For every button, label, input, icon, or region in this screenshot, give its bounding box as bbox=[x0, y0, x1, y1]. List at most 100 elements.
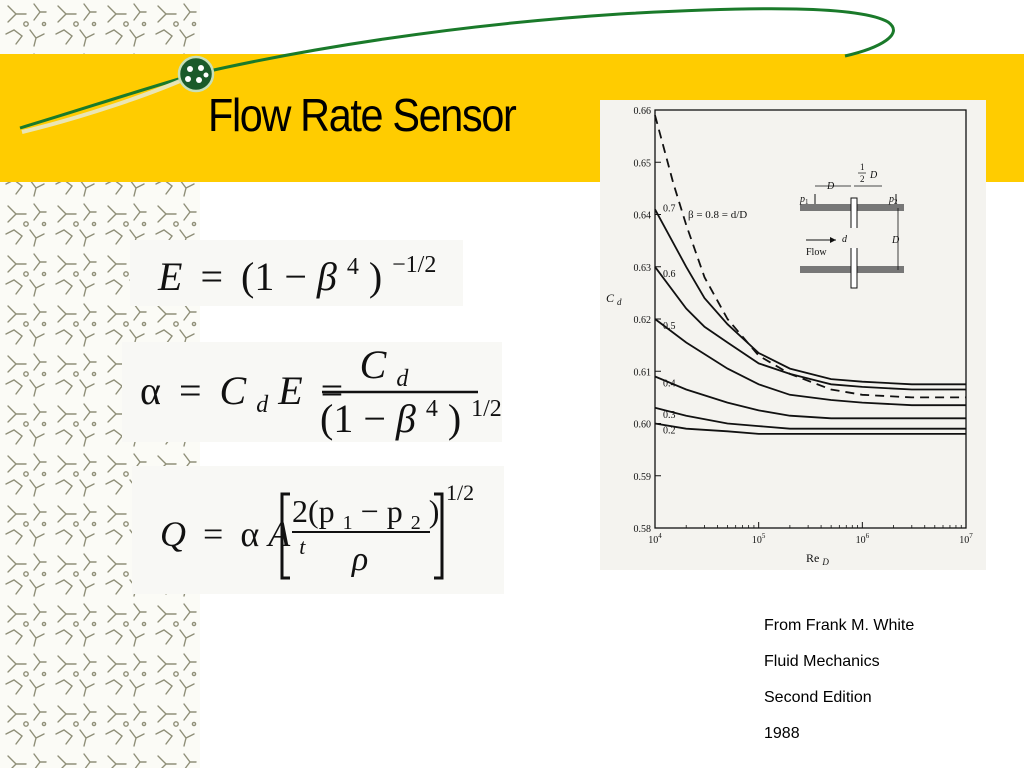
series-line-beta-0.5 bbox=[654, 318, 966, 407]
series-label-beta-0.2: 0.2 bbox=[663, 426, 676, 437]
eq-q-a-sub: t bbox=[299, 534, 306, 559]
inset-d-right: D bbox=[891, 235, 900, 246]
series-label-beta-0.5: 0.5 bbox=[663, 321, 676, 332]
orifice-hole bbox=[849, 228, 859, 248]
x-axis-title: Re bbox=[806, 551, 819, 565]
series-labels: 0.70.60.50.40.30.2 bbox=[663, 203, 676, 436]
eq-e-equals: = bbox=[200, 254, 223, 299]
y-axis-title: C bbox=[606, 291, 615, 305]
y-tick-label: 0.66 bbox=[634, 106, 652, 117]
svg-text:C d: C d bbox=[360, 342, 410, 392]
svg-text:E = (1 − β 4: E = (1 − β 4 ) −1/2 bbox=[157, 240, 436, 299]
eq-q-sub1: 1 bbox=[343, 512, 353, 534]
eq-q-exp: 1/2 bbox=[446, 480, 474, 505]
y-tick-label: 0.62 bbox=[634, 315, 652, 326]
inset-half-num: 1 bbox=[860, 162, 865, 172]
eq-q-minus: − p bbox=[361, 493, 403, 529]
svg-text:d: d bbox=[842, 234, 848, 245]
eq-e-beta: β bbox=[316, 254, 337, 299]
citation-author: From Frank M. White bbox=[764, 617, 915, 634]
citation-book: Fluid Mechanics bbox=[764, 653, 880, 670]
eq-e-exp: −1/2 bbox=[392, 252, 436, 278]
eq-q-alpha: α bbox=[240, 514, 259, 554]
x-axis-title-sub: D bbox=[821, 557, 829, 567]
svg-text:D: D bbox=[869, 170, 878, 181]
svg-text:2: 2 bbox=[860, 174, 865, 184]
series-line-beta-0.8 bbox=[654, 114, 966, 399]
svg-text:D: D bbox=[826, 181, 835, 192]
eq-alpha-den-open: (1 − bbox=[320, 396, 396, 441]
eq-alpha-mid-sub: d bbox=[256, 392, 269, 418]
eq-q-a: A bbox=[266, 514, 291, 554]
eq-q-den: ρ bbox=[351, 541, 368, 578]
plot-frame bbox=[654, 109, 967, 529]
y-tick-label: 0.60 bbox=[634, 420, 652, 431]
y-tick-label: 0.59 bbox=[634, 472, 652, 483]
series-label-beta-0.4: 0.4 bbox=[663, 378, 676, 389]
chart-svg: 0.660.650.640.630.620.610.600.590.58 104… bbox=[606, 106, 973, 567]
eq-e-open: (1 − bbox=[241, 254, 317, 299]
svg-text:p2: p2 bbox=[888, 194, 898, 206]
series-label-beta-0.7: 0.7 bbox=[663, 203, 676, 214]
x-tick-label: 104 bbox=[648, 532, 662, 546]
svg-text:p1: p1 bbox=[799, 194, 809, 206]
y-tick-label: 0.63 bbox=[634, 263, 652, 274]
eq-alpha-den-close: ) bbox=[448, 396, 461, 441]
inset-p2: p bbox=[888, 194, 894, 205]
eq-alpha-mid: C bbox=[220, 368, 248, 413]
eq-alpha-num: C bbox=[360, 342, 388, 387]
inset-d-left: D bbox=[826, 181, 835, 192]
eq-q-lhs: Q bbox=[160, 514, 186, 554]
svg-text:(1 − β 4 ): (1 − β 4 ) 1/2 bbox=[320, 380, 502, 441]
svg-text:α = C d: α = C d E = bbox=[140, 368, 343, 421]
beta-annotation: β = 0.8 = d/D bbox=[688, 209, 747, 221]
eq-alpha-eq1: = bbox=[179, 368, 202, 413]
svg-text:C d: C d bbox=[606, 291, 622, 307]
eq-e-lhs: E bbox=[157, 254, 182, 299]
page-title: Flow Rate Sensor bbox=[208, 89, 517, 141]
series-layer bbox=[654, 114, 966, 435]
inset-flow-label: Flow bbox=[806, 247, 827, 258]
eq-alpha-eq2: = bbox=[321, 368, 344, 413]
eq-alpha-den-sup4: 4 bbox=[426, 396, 438, 422]
eq-q-eq: = bbox=[203, 514, 223, 554]
series-line-beta-0.4 bbox=[654, 375, 966, 420]
inset-p1: p bbox=[799, 194, 805, 205]
series-line-beta-0.6 bbox=[654, 266, 966, 391]
inset-p2-sub: 2 bbox=[894, 198, 898, 206]
y-tick-label: 0.61 bbox=[634, 367, 652, 378]
eq-q-num-post: ) bbox=[429, 493, 440, 529]
svg-text:Flow: Flow bbox=[806, 247, 827, 258]
orifice-inset-diagram: D 1 2 D p1 p2 Flow d D bbox=[799, 162, 904, 289]
svg-text:D: D bbox=[891, 235, 900, 246]
eq-e-sup4: 4 bbox=[347, 254, 359, 280]
eq-alpha-mid-e: E bbox=[277, 368, 302, 413]
eq-q-left-bracket bbox=[280, 492, 290, 580]
series-line-beta-0.3 bbox=[654, 406, 966, 430]
equation-alpha: α = C d E = C d (1 − β 4 ) 1/2 bbox=[122, 342, 502, 442]
eq-alpha-den-beta: β bbox=[395, 396, 416, 441]
citation-edition: Second Edition bbox=[764, 689, 872, 706]
svg-text:Re D: Re D bbox=[806, 551, 829, 567]
citation: From Frank M. White Fluid Mechanics Seco… bbox=[764, 608, 914, 752]
citation-year: 1988 bbox=[764, 725, 800, 742]
inset-half-den: 2 bbox=[860, 174, 865, 184]
svg-text:Q = α A: Q = α A t bbox=[160, 514, 306, 559]
eq-q-right-bracket bbox=[434, 492, 444, 580]
svg-text:1: 1 bbox=[860, 162, 865, 172]
eq-alpha-den-exp: 1/2 bbox=[471, 396, 502, 422]
inset-half-d: D bbox=[869, 170, 878, 181]
eq-q-sub2: 2 bbox=[411, 512, 421, 534]
eq-e-close: ) bbox=[369, 254, 382, 299]
equation-e: E = (1 − β 4 ) −1/2 bbox=[130, 240, 463, 306]
x-tick-label: 106 bbox=[856, 532, 870, 546]
inset-d-small: d bbox=[842, 234, 848, 245]
y-tick-label: 0.58 bbox=[634, 524, 652, 535]
series-line-beta-0.2 bbox=[654, 422, 966, 435]
x-tick-label: 107 bbox=[959, 532, 973, 546]
eq-alpha-lhs: α bbox=[140, 368, 161, 413]
y-axis-title-sub: d bbox=[617, 297, 622, 307]
equation-q: Q = α A t 2(p 1 − p 2 ) ρ 1/2 bbox=[132, 466, 504, 594]
